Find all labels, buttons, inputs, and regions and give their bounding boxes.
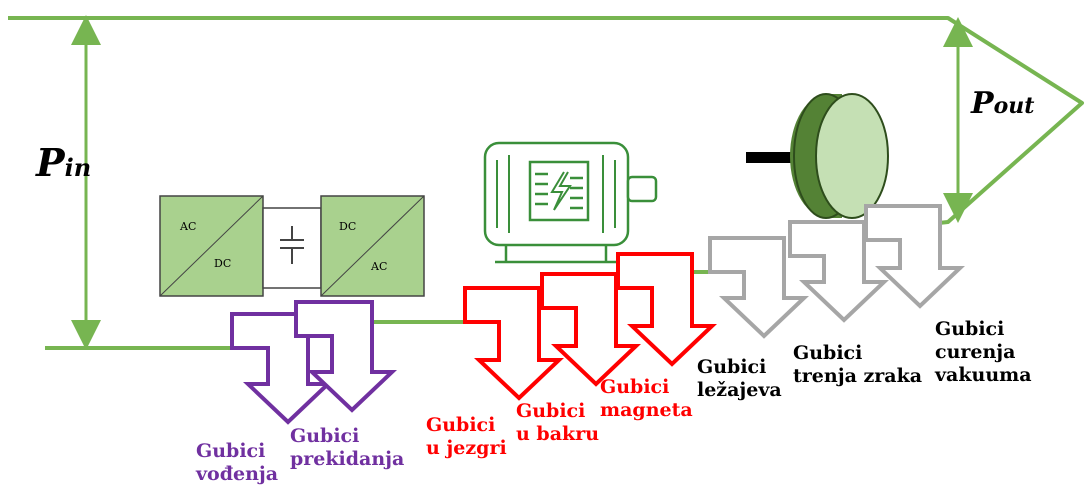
motor-icon bbox=[483, 141, 658, 264]
dcac-diagonal bbox=[320, 195, 425, 297]
acdc-diagonal bbox=[159, 195, 264, 297]
loss-arrow-switching bbox=[294, 300, 398, 413]
loss-arrows bbox=[230, 204, 966, 425]
loss-arrow-conduction bbox=[230, 312, 334, 425]
loss-arrow-bearing bbox=[708, 236, 810, 339]
dcac-label-ac: AC bbox=[371, 260, 388, 273]
rotor-icon bbox=[746, 93, 889, 219]
pin-label: Pin bbox=[36, 140, 91, 185]
acdc-label-dc: DC bbox=[214, 257, 232, 270]
loss-arrow-magnet bbox=[616, 252, 718, 367]
loss-arrow-copper bbox=[540, 272, 642, 387]
loss-arrow-vacuum bbox=[864, 204, 966, 309]
acdc-label-ac: AC bbox=[180, 220, 197, 233]
flow-step-1 bbox=[358, 320, 465, 334]
dcac-label-dc: DC bbox=[339, 220, 357, 233]
rotor-face bbox=[815, 93, 889, 219]
loss-arrow-core bbox=[463, 286, 565, 401]
pout-subscript: out bbox=[993, 93, 1035, 119]
capacitor-icon bbox=[280, 226, 304, 264]
rotor-shaft bbox=[746, 152, 796, 163]
converter-block bbox=[159, 195, 425, 297]
pin-subscript: in bbox=[64, 153, 92, 182]
loss-arrow-windage bbox=[788, 220, 890, 323]
pout-label: Pout bbox=[971, 86, 1034, 121]
pout-main: P bbox=[971, 86, 994, 121]
pin-main: P bbox=[36, 140, 65, 185]
